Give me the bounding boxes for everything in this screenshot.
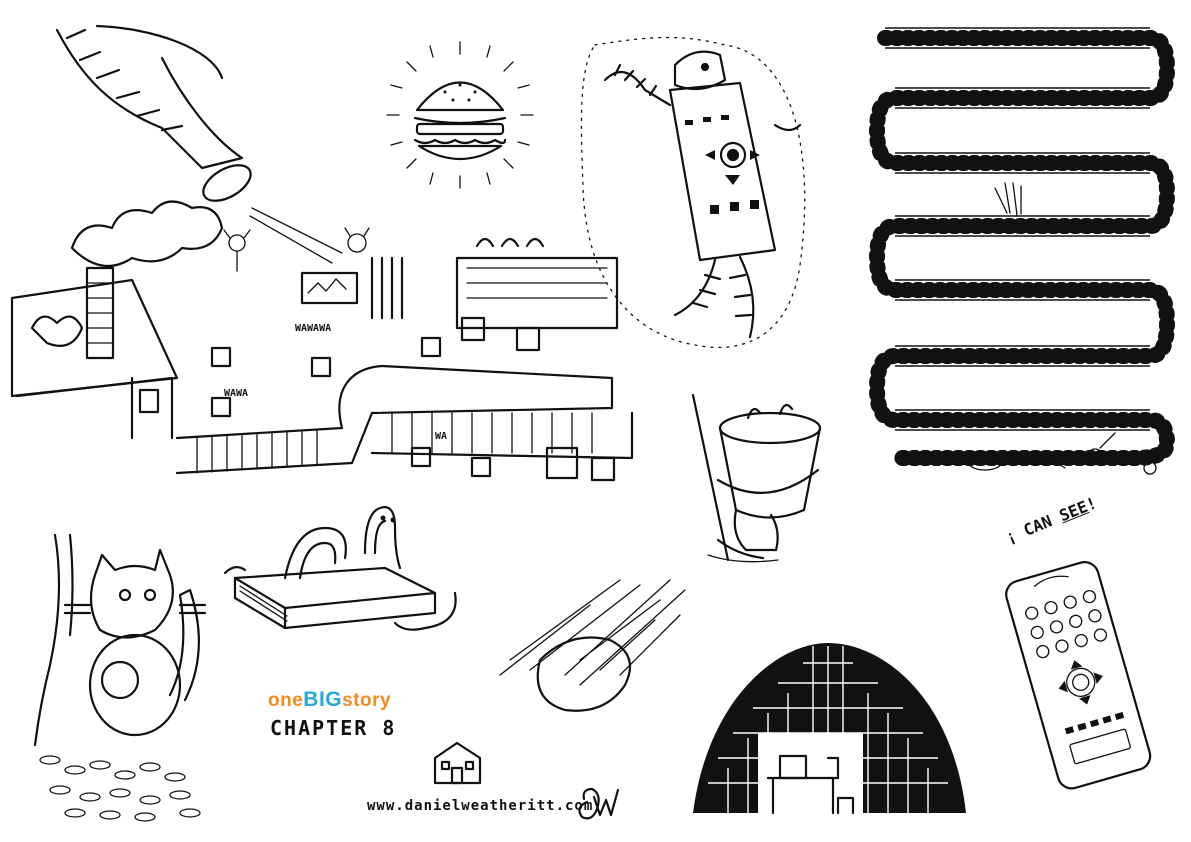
smoke-cloud [70, 200, 224, 268]
chasing-creatures [968, 432, 1157, 475]
website-url: www.danielweatheritt.com [367, 798, 594, 814]
signature-drawing [578, 787, 620, 820]
burger [413, 81, 507, 161]
remote-buttons [1025, 589, 1108, 697]
logo-one: one [268, 690, 304, 711]
conveyor-duct [175, 364, 634, 475]
roof [10, 278, 179, 398]
face [673, 50, 727, 91]
library-dome-illustration [688, 638, 968, 818]
small-house-drawing [433, 741, 482, 785]
book-worms-illustration [215, 498, 475, 648]
sound-wawawa: WAWAWA [295, 323, 332, 334]
factory-scene-drawing [10, 24, 634, 482]
burger-chain-outline [885, 27, 1150, 431]
logo-big: BIG [303, 688, 343, 711]
burger-chain [869, 30, 1175, 466]
meteor-drawing [499, 579, 686, 712]
speed-lines [499, 579, 686, 686]
glow-rays [386, 41, 534, 189]
logo-story: story [342, 690, 392, 711]
burger-chain-illustration [855, 18, 1175, 498]
burst [994, 182, 1022, 216]
book-worms-drawing [223, 506, 457, 631]
factory-scene-illustration: WAWAWA WAWA WA [10, 18, 652, 488]
sound-wawa: WAWA [224, 388, 249, 399]
desk [766, 754, 855, 815]
remote-caption: ¡ CAN SEE! [1002, 493, 1100, 547]
bucket-creature-drawing [691, 393, 822, 563]
robot-cat-drawing [33, 533, 207, 822]
remote-control-illustration [995, 548, 1160, 798]
flying-robot-cats [223, 207, 370, 272]
sound-wa: WA [435, 431, 448, 442]
bucket-creature-illustration [688, 390, 828, 570]
library-dome-drawing [693, 643, 966, 815]
phone-body [668, 81, 777, 262]
phone-man-illustration [575, 35, 820, 355]
meteor-illustration [470, 575, 690, 735]
small-house-illustration [430, 738, 485, 788]
chapter-title: CHAPTER 8 [270, 716, 397, 740]
phone-buttons [685, 115, 760, 214]
glowing-burger-illustration [385, 40, 535, 190]
leaves-ground [39, 755, 201, 822]
remote-control-drawing [1005, 561, 1152, 790]
toilet-robots [210, 316, 616, 482]
signature [572, 782, 627, 822]
striped-tube [55, 24, 252, 202]
phone-man-drawing [580, 36, 806, 349]
burger-drawing [386, 41, 534, 189]
striped-arms-legs [603, 63, 802, 339]
meteor-rock [536, 636, 632, 712]
robot-cat-illustration [30, 533, 207, 822]
one-big-story-logo: oneBIGstory [268, 688, 391, 712]
control-panel [300, 237, 619, 330]
burger-chain-drawing [869, 27, 1175, 475]
